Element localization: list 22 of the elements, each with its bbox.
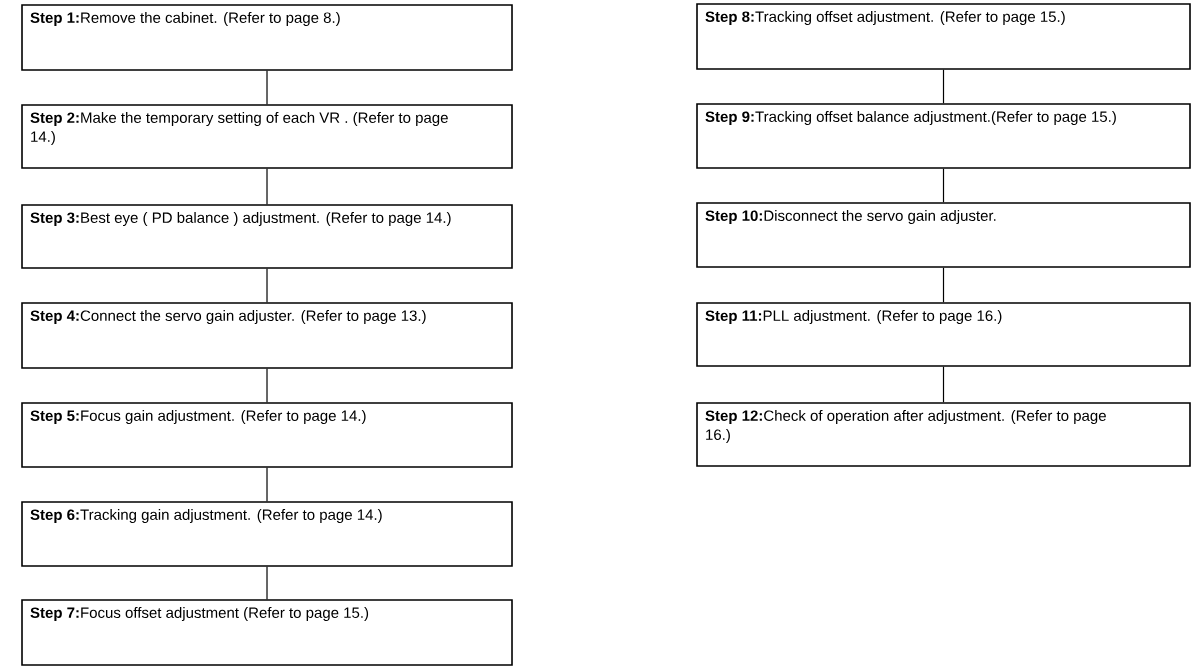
step-box: Step 7:Focus offset adjustment (Refer to page 15.) xyxy=(21,599,513,666)
connector-line xyxy=(266,467,268,502)
connector-line xyxy=(266,168,268,205)
step-box: Step 10:Disconnect the servo gain adjuster. xyxy=(696,202,1191,268)
step-box: Step 6:Tracking gain adjustment. (Refer to page 14.) xyxy=(21,501,513,567)
step-box: Step 12:Check of operation after adjustment. (Refer to page 16.) xyxy=(696,402,1191,467)
connector-line xyxy=(266,566,268,600)
connector-line xyxy=(942,267,945,303)
step-box: Step 4:Connect the servo gain adjuster. (Refer to page 13.) xyxy=(21,302,513,369)
step-box: Step 1:Remove the cabinet. (Refer to page 8.) xyxy=(21,4,513,71)
connector-line xyxy=(942,168,945,203)
step-box: Step 2:Make the temporary setting of each VR . (Refer to page 14.) xyxy=(21,104,513,169)
step-box: Step 11:PLL adjustment. (Refer to page 16.) xyxy=(696,302,1191,367)
step-box: Step 5:Focus gain adjustment. (Refer to page 14.) xyxy=(21,402,513,468)
connector-line xyxy=(942,69,945,104)
connector-line xyxy=(942,366,945,403)
step-box: Step 9:Tracking offset balance adjustment.(Refer to page 15.) xyxy=(696,103,1191,169)
connector-line xyxy=(266,368,268,403)
step-box: Step 3:Best eye ( PD balance ) adjustment. (Refer to page 14.) xyxy=(21,204,513,269)
connector-line xyxy=(266,268,268,303)
connector-line xyxy=(266,70,268,105)
step-box: Step 8:Tracking offset adjustment. (Refer to page 15.) xyxy=(696,3,1191,70)
